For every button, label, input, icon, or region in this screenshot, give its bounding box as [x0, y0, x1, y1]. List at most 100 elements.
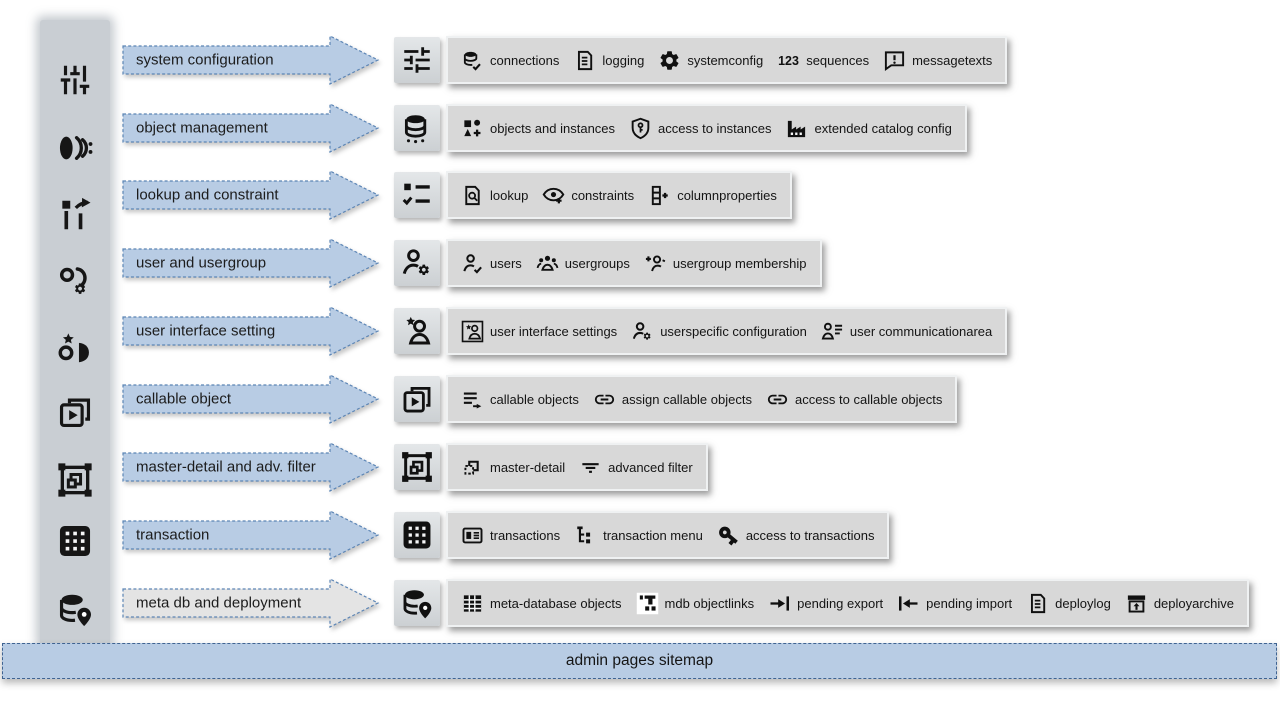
menu-item-label: callable objects [490, 391, 579, 407]
menu-item-label: pending import [926, 595, 1013, 611]
arrow-label: lookup and constraint [136, 186, 279, 204]
menu-item[interactable]: mdb objectlinks [636, 592, 754, 615]
menu-item[interactable]: transaction menu [574, 524, 703, 547]
menu-item[interactable]: pending import [897, 592, 1012, 615]
tree-menu-icon [577, 525, 591, 543]
menu-item-label: assign callable objects [621, 391, 752, 407]
framed-master-detail-icon [402, 452, 432, 482]
db-check-icon [463, 51, 481, 71]
sidebar-item-0[interactable] [55, 60, 95, 100]
menu-item[interactable]: meta-database objects [461, 592, 622, 615]
flow-arrow: callable object [122, 373, 380, 425]
menu-item[interactable]: user communicationarea [821, 320, 992, 343]
log-doc-icon [578, 50, 593, 70]
menu-panel: meta-database objects mdb objectlinks pend… [446, 579, 1250, 627]
menu-panel: user interface settings userspecific conf… [446, 307, 1008, 355]
menu-item[interactable]: transactions [461, 524, 560, 547]
menu-item-label: connections [490, 52, 560, 68]
menu-item[interactable]: messagetexts [883, 49, 992, 72]
menu-item-label: systemconfig [687, 52, 764, 68]
menu-item[interactable]: access to callable objects [766, 388, 942, 411]
menu-panel: lookup constraints columnproperties [446, 171, 792, 219]
menu-item[interactable]: systemconfig [658, 49, 763, 72]
users-group-icon [536, 255, 559, 271]
menu-item-label: meta-database objects [490, 595, 622, 611]
menu-item[interactable]: pending export [768, 592, 883, 615]
framed-master-detail-icon [58, 463, 92, 497]
menu-item[interactable]: constraints [542, 184, 634, 207]
factory-icon [788, 120, 806, 137]
menu-item[interactable]: objects and instances [461, 117, 615, 140]
menu-item-label: transaction menu [603, 527, 703, 543]
checklist-icon [402, 183, 430, 206]
sidebar-item-8[interactable] [55, 589, 95, 629]
menu-item[interactable]: access to transactions [717, 524, 874, 547]
instance-gear-icon [59, 267, 87, 294]
sidebar-item-6[interactable] [55, 460, 95, 500]
menu-item[interactable]: connections [461, 49, 559, 72]
menu-item-label: objects and instances [490, 120, 616, 136]
arrow-label: transaction [136, 526, 210, 544]
category-icon-box [394, 37, 440, 83]
sidebar-item-2[interactable] [55, 195, 95, 235]
link-icon [767, 394, 788, 404]
menu-item[interactable]: usergroup membership [644, 252, 807, 275]
category-icon-box [394, 376, 440, 422]
export-icon [770, 595, 790, 611]
shield-key-icon [631, 117, 650, 139]
menu-item[interactable]: deploylog [1026, 592, 1111, 615]
menu-item[interactable]: logging [573, 49, 644, 72]
menu-item[interactable]: callable objects [461, 388, 579, 411]
menu-item[interactable]: user interface settings [461, 320, 617, 343]
flow-arrow: lookup and constraint [122, 169, 380, 221]
menu-item[interactable]: master-detail [461, 456, 565, 479]
sliders-icon [404, 47, 430, 73]
menu-item-label: master-detail [490, 459, 566, 475]
menu-item[interactable]: extended catalog config [785, 117, 952, 140]
menu-item[interactable]: lookup [461, 184, 528, 207]
copies-play-icon [403, 386, 431, 413]
menu-item-label: usergroups [564, 255, 630, 271]
user-lines-icon [821, 322, 842, 340]
menu-item-label: user communicationarea [849, 323, 993, 339]
menu-item-label: usergroup membership [672, 255, 807, 271]
shapes-icon [464, 119, 481, 136]
flow-arrow: user and usergroup [122, 237, 380, 289]
sidebar-item-3[interactable] [55, 262, 95, 302]
arrow-label: system configuration [136, 51, 274, 69]
table-grid-icon [463, 594, 482, 612]
menu-item-label: transactions [490, 527, 561, 543]
menu-item[interactable]: userspecific configuration [631, 320, 807, 343]
menu-item[interactable]: usergroups [536, 252, 630, 275]
menu-item-label: user interface settings [490, 323, 618, 339]
sidebar-item-7[interactable] [55, 521, 95, 561]
sidebar-item-1[interactable] [55, 128, 95, 168]
list-arrow-icon [463, 392, 482, 409]
sidebar-item-4[interactable] [55, 330, 95, 370]
menu-item-label: lookup [490, 187, 529, 203]
user-gear-icon [633, 321, 651, 340]
menu-item-label: extended catalog config [814, 120, 952, 136]
menu-item[interactable]: deployarchive [1125, 592, 1234, 615]
menu-item[interactable]: assign callable objects [593, 388, 752, 411]
db-pin-icon [59, 594, 91, 627]
arrow-label: user and usergroup [136, 254, 267, 272]
branch-icon [62, 197, 91, 230]
svg-text:123: 123 [778, 53, 799, 67]
menu-item-label: messagetexts [912, 52, 993, 68]
sidebar-item-5[interactable] [55, 392, 95, 432]
flow-arrow: user interface setting [122, 305, 380, 357]
menu-item[interactable]: users [461, 252, 522, 275]
menu-item[interactable]: access to instances [629, 117, 771, 140]
objectlinks-icon [636, 592, 658, 614]
flow-arrow: meta db and deployment [122, 577, 380, 629]
menu-panel: master-detail advanced filter [446, 443, 708, 491]
doc-search-icon [465, 185, 480, 205]
menu-item-label: access to instances [658, 120, 772, 136]
copies-play-icon [59, 398, 91, 428]
menu-item[interactable]: columnproperties [648, 184, 777, 207]
category-icon-box [394, 240, 440, 286]
menu-item[interactable]: advanced filter [579, 456, 693, 479]
